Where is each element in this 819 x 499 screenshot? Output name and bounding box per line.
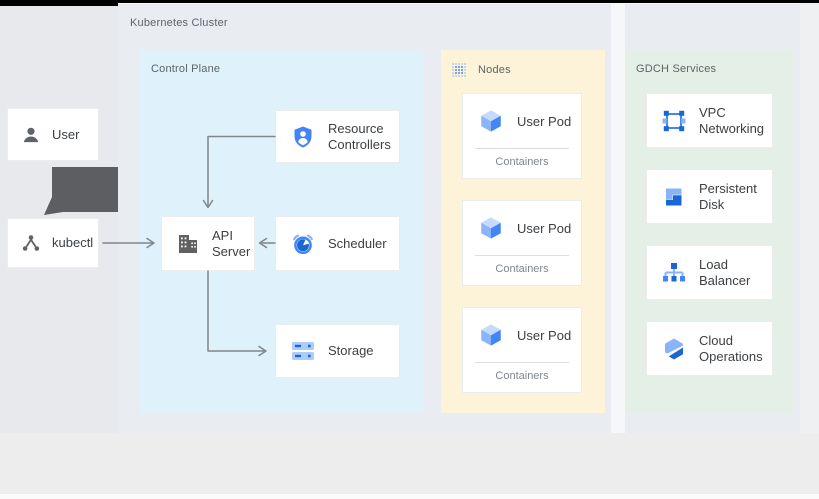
clock-icon bbox=[290, 231, 316, 257]
user-pod-card: User Pod Containers bbox=[462, 93, 582, 179]
kubectl-icon bbox=[20, 232, 42, 254]
storage-card: Storage bbox=[275, 324, 400, 378]
scheduler-card: Scheduler bbox=[275, 216, 400, 271]
vpc-networking-card: VPC Networking bbox=[646, 93, 773, 148]
dot-grid-icon bbox=[451, 62, 467, 78]
top-black-bar bbox=[0, 0, 819, 3]
cloud-operations-label: Cloud Operations bbox=[699, 332, 763, 364]
right-margin bbox=[800, 3, 819, 433]
user-label: User bbox=[52, 126, 80, 142]
load-balancer-icon bbox=[661, 260, 687, 286]
person-icon bbox=[20, 124, 42, 146]
bottom-white-strip bbox=[0, 494, 819, 499]
gdch-services-label: GDCH Services bbox=[636, 63, 717, 75]
vpc-networking-icon bbox=[661, 108, 687, 134]
resource-controllers-label: Resource Controllers bbox=[328, 120, 391, 152]
nodes-label: Nodes bbox=[478, 64, 511, 76]
cube-icon bbox=[478, 322, 504, 348]
cloud-operations-icon bbox=[661, 336, 687, 362]
containers-label: Containers bbox=[495, 370, 549, 382]
left-rail bbox=[0, 0, 118, 433]
containers-label: Containers bbox=[495, 263, 549, 275]
kubectl-label: kubectl bbox=[52, 235, 94, 250]
load-balancer-card: Load Balancer bbox=[646, 245, 773, 300]
control-plane-label: Control Plane bbox=[151, 63, 221, 75]
user-pod-card: User Pod Containers bbox=[462, 307, 582, 393]
footer-area bbox=[0, 433, 819, 499]
cluster-label: Kubernetes Cluster bbox=[130, 17, 228, 29]
cube-icon bbox=[478, 215, 504, 241]
pod-divider bbox=[475, 148, 569, 149]
persistent-disk-icon bbox=[661, 184, 687, 210]
user-pod-card: User Pod Containers bbox=[462, 200, 582, 286]
user-box: User bbox=[7, 108, 99, 161]
persistent-disk-card: Persistent Disk bbox=[646, 169, 773, 224]
cube-icon bbox=[478, 108, 504, 134]
api-server-card: API Server bbox=[161, 216, 255, 271]
scheduler-label: Scheduler bbox=[328, 235, 387, 251]
cloud-operations-card: Cloud Operations bbox=[646, 321, 773, 376]
user-pod-label: User Pod bbox=[517, 327, 572, 343]
user-pod-label: User Pod bbox=[517, 113, 572, 129]
vpc-networking-label: VPC Networking bbox=[699, 104, 765, 136]
top-black-bar-left bbox=[0, 0, 118, 6]
pod-divider bbox=[475, 255, 569, 256]
resource-controllers-card: Resource Controllers bbox=[275, 110, 400, 163]
load-balancer-label: Load Balancer bbox=[699, 256, 751, 288]
containers-label: Containers bbox=[495, 156, 549, 168]
storage-icon bbox=[290, 339, 316, 363]
building-icon bbox=[176, 232, 200, 256]
storage-label: Storage bbox=[328, 343, 374, 358]
pod-divider bbox=[475, 362, 569, 363]
api-server-label: API Server bbox=[212, 227, 251, 259]
kubectl-box: kubectl bbox=[7, 218, 99, 268]
shield-user-icon bbox=[290, 124, 316, 150]
persistent-disk-label: Persistent Disk bbox=[699, 180, 757, 212]
user-pod-label: User Pod bbox=[517, 220, 572, 236]
